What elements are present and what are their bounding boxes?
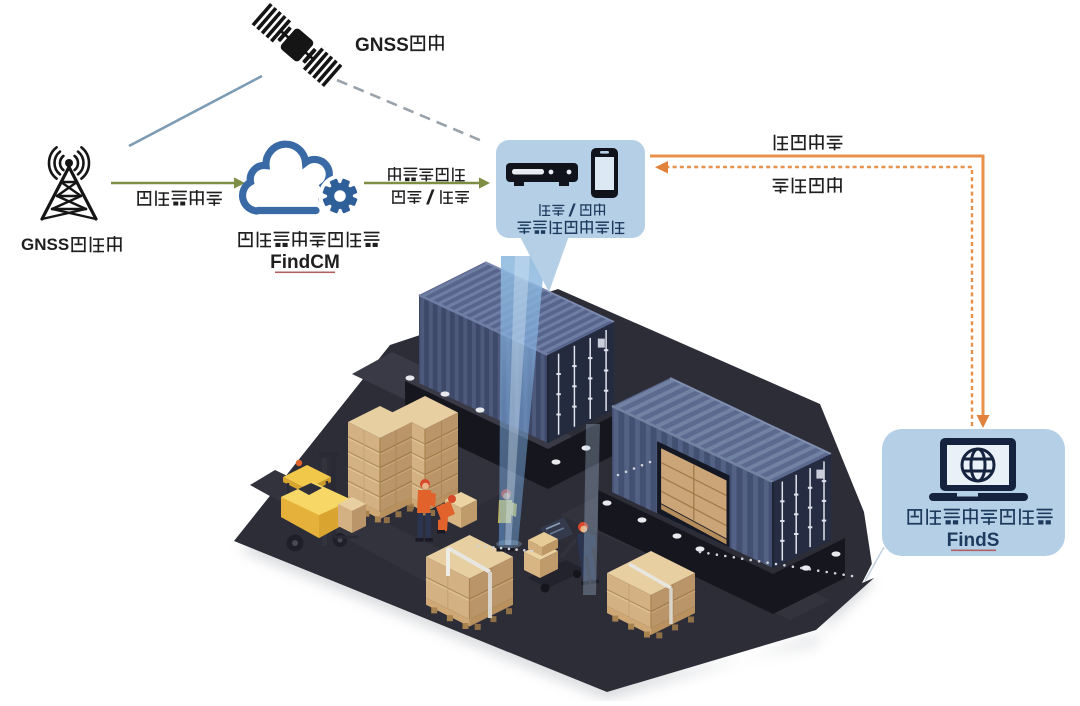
svg-text:GNSS: GNSS bbox=[21, 235, 69, 254]
svg-text:FindS: FindS bbox=[947, 530, 1000, 551]
svg-text:FindCM: FindCM bbox=[270, 252, 340, 273]
svg-text:GNSS: GNSS bbox=[355, 35, 409, 56]
